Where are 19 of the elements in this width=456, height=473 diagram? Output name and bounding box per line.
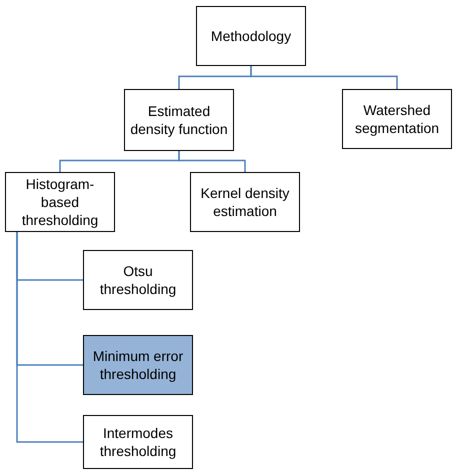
box-label: Histogram-based thresholding bbox=[20, 175, 100, 229]
connector-line bbox=[16, 232, 83, 443]
box-label: Otsu thresholding bbox=[98, 262, 178, 298]
process-box bbox=[5, 172, 115, 232]
box-label: Watershed segmentation bbox=[354, 101, 440, 137]
box-label: Estimated density function bbox=[129, 102, 229, 138]
connector-line bbox=[250, 66, 398, 89]
process-box bbox=[83, 250, 193, 310]
process-box bbox=[83, 335, 193, 395]
process-box bbox=[190, 172, 300, 232]
box-label: Intermodes thresholding bbox=[98, 424, 178, 460]
box-label: Methodology bbox=[210, 27, 292, 45]
process-box bbox=[342, 89, 452, 149]
box-label: Minimum error thresholding bbox=[92, 347, 184, 383]
process-box bbox=[124, 89, 234, 151]
process-box bbox=[83, 415, 193, 469]
box-label: Kernel density estimation bbox=[200, 184, 290, 220]
process-box bbox=[196, 6, 306, 66]
connector-line bbox=[178, 151, 246, 172]
